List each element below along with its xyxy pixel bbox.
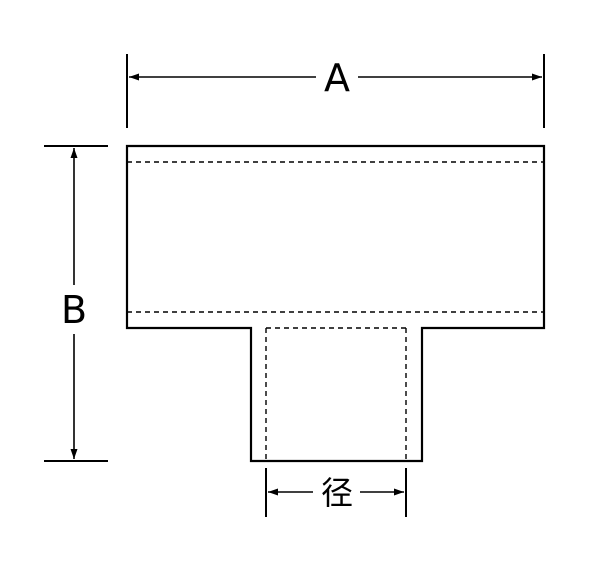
hidden-lines xyxy=(127,161,544,461)
dimension-diameter: 径 xyxy=(265,468,407,517)
label-b: B xyxy=(61,288,87,332)
label-diameter: 径 xyxy=(321,474,353,512)
dimension-a: A xyxy=(126,54,545,128)
dimension-b: B xyxy=(44,145,108,462)
tee-outline xyxy=(125,144,546,463)
label-a: A xyxy=(324,56,350,100)
